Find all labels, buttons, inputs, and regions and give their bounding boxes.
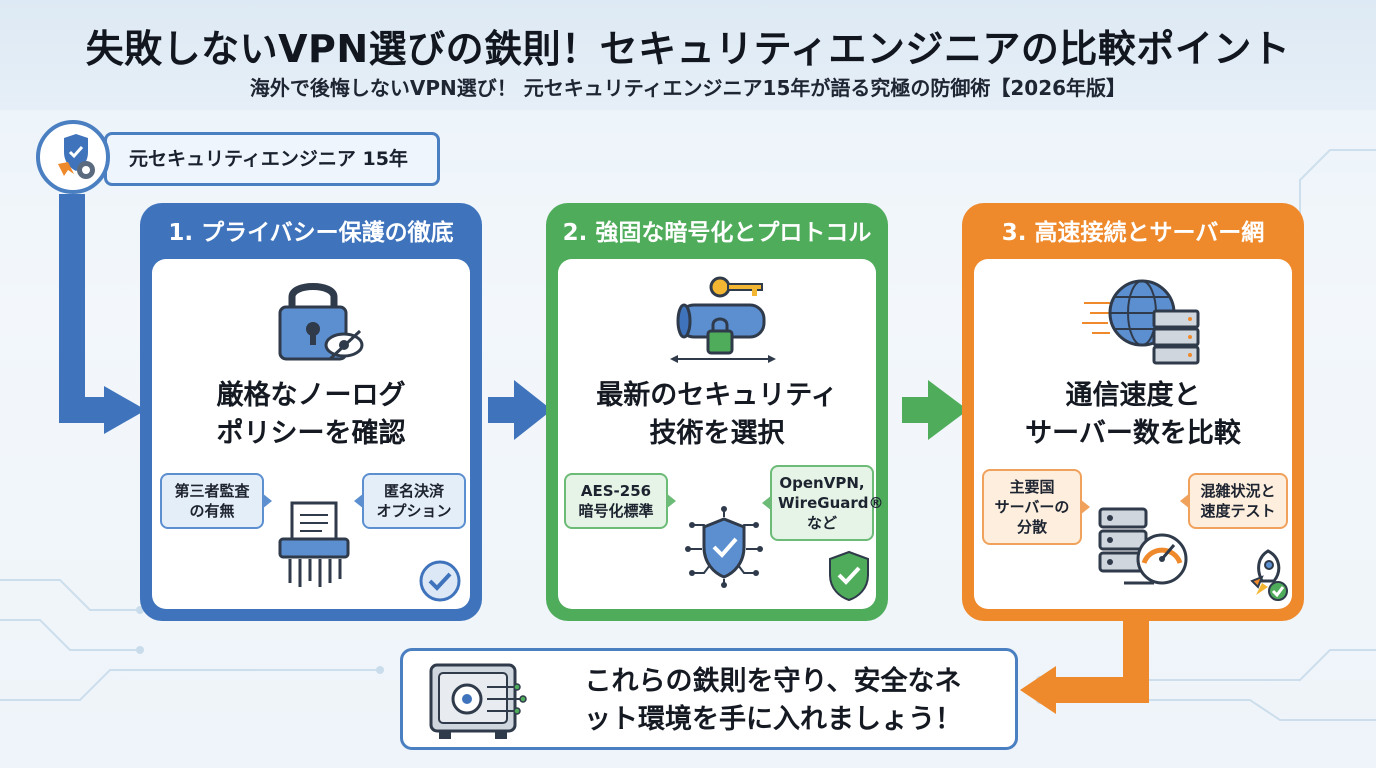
bubble-aes-256: AES-256 暗号化標準 xyxy=(564,473,676,529)
document-shredder-icon xyxy=(278,501,350,587)
bubble-anonymous-payment: 匿名決済 オプション xyxy=(354,473,466,529)
card-privacy: 1. プライバシー保護の徹底 厳格なノーログ ポリシーを確認 第三者監査 の有無… xyxy=(140,203,482,621)
check-circle-icon xyxy=(419,560,461,602)
shield-circuit-icon xyxy=(685,506,763,588)
bubble-server-distribution: 主要国 サーバーの 分散 xyxy=(982,469,1090,545)
card-title: 最新のセキュリティ 技術を選択 xyxy=(596,380,838,449)
globe-server-icon xyxy=(1082,279,1200,365)
server-speedometer-icon xyxy=(1098,507,1188,585)
card-title: 通信速度と サーバー数を比較 xyxy=(1025,380,1241,449)
card-heading: 1. プライバシー保護の徹底 xyxy=(168,220,454,246)
footer-message: これらの鉄則を守り、安全なネ ット環境を手に入れましょう！ xyxy=(584,666,962,735)
shield-check-icon xyxy=(829,550,869,602)
card-speed-servers: 3. 高速接続とサーバー網 通信速度と サーバー数を比較 主要国 xyxy=(962,203,1304,621)
card-encryption: 2. 強固な暗号化とプロトコル 最新のセキュリティ 技術を選択 AES-256 … xyxy=(546,203,888,621)
rocket-check-icon xyxy=(1250,549,1288,601)
card-body: 通信速度と サーバー数を比較 主要国 サーバーの 分散 混雑状況と 速度テスト xyxy=(974,259,1292,609)
card-body: 最新のセキュリティ 技術を選択 AES-256 暗号化標準 OpenVPN, W… xyxy=(558,259,884,609)
author-label: 元セキュリティエンジニア 15年 xyxy=(129,148,408,170)
page-subtitle: 海外で後悔しないVPN選び！ 元セキュリティエンジニア15年が語る究極の防御術【… xyxy=(249,76,1127,100)
footer-callout: これらの鉄則を守り、安全なネ ット環境を手に入れましょう！ xyxy=(400,648,1018,750)
card-title: 厳格なノーログ ポリシーを確認 xyxy=(216,380,406,449)
bubble-protocols: OpenVPN, WireGuard® など xyxy=(762,465,884,541)
card-body: 厳格なノーログ ポリシーを確認 第三者監査 の有無 匿名決済 オプション xyxy=(152,259,470,609)
header-band xyxy=(0,0,1376,110)
vault-safe-icon xyxy=(429,663,527,739)
page-title: 失敗しないVPN選びの鉄則！セキュリティエンジニアの比較ポイント xyxy=(85,27,1291,71)
card-heading: 3. 高速接続とサーバー網 xyxy=(1001,220,1265,246)
author-badge: 元セキュリティエンジニア 15年 xyxy=(104,132,440,186)
bubble-third-party-audit: 第三者監査 の有無 xyxy=(160,473,272,529)
security-expert-emblem-icon xyxy=(36,120,110,194)
padlock-hidden-eye-icon xyxy=(278,283,364,361)
bubble-speed-test: 混雑状況と 速度テスト xyxy=(1180,473,1288,529)
encrypted-tunnel-key-icon xyxy=(670,276,776,363)
card-heading: 2. 強固な暗号化とプロトコル xyxy=(562,220,872,246)
